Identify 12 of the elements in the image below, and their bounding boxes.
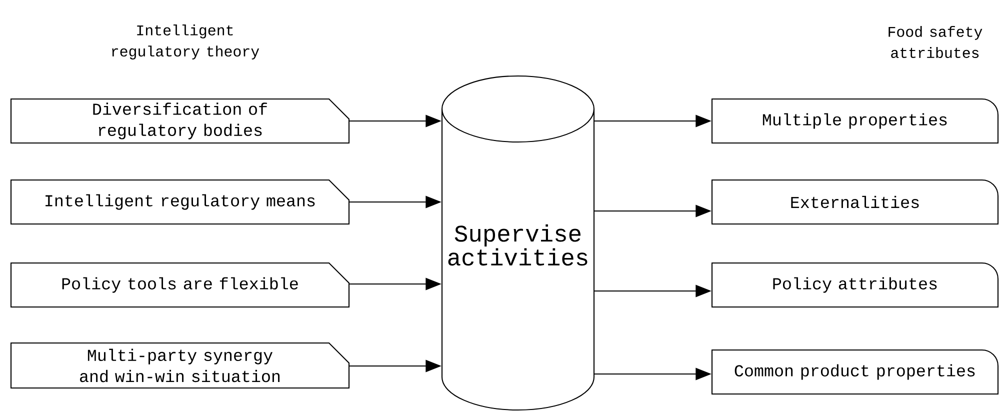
input-box: Diversification of regulatory bodies: [10, 98, 350, 144]
output-box: Externalities: [711, 179, 999, 225]
output-box: Common product properties: [711, 349, 999, 395]
output-box: Policy attributes: [711, 262, 999, 308]
input-box: Intelligent regulatory means: [10, 179, 350, 225]
column-heading: Food safety attributes: [888, 26, 982, 58]
output-box: Multiple properties: [711, 98, 999, 144]
input-box: Multi-party synergy and win-win situation: [10, 342, 350, 389]
cylinder: Supervise activities: [441, 75, 595, 411]
input-box: Policy tools are flexible: [10, 262, 350, 308]
node-label: Supervise activities: [448, 224, 588, 266]
column-heading: Intelligent regulatory theory: [112, 24, 260, 60]
